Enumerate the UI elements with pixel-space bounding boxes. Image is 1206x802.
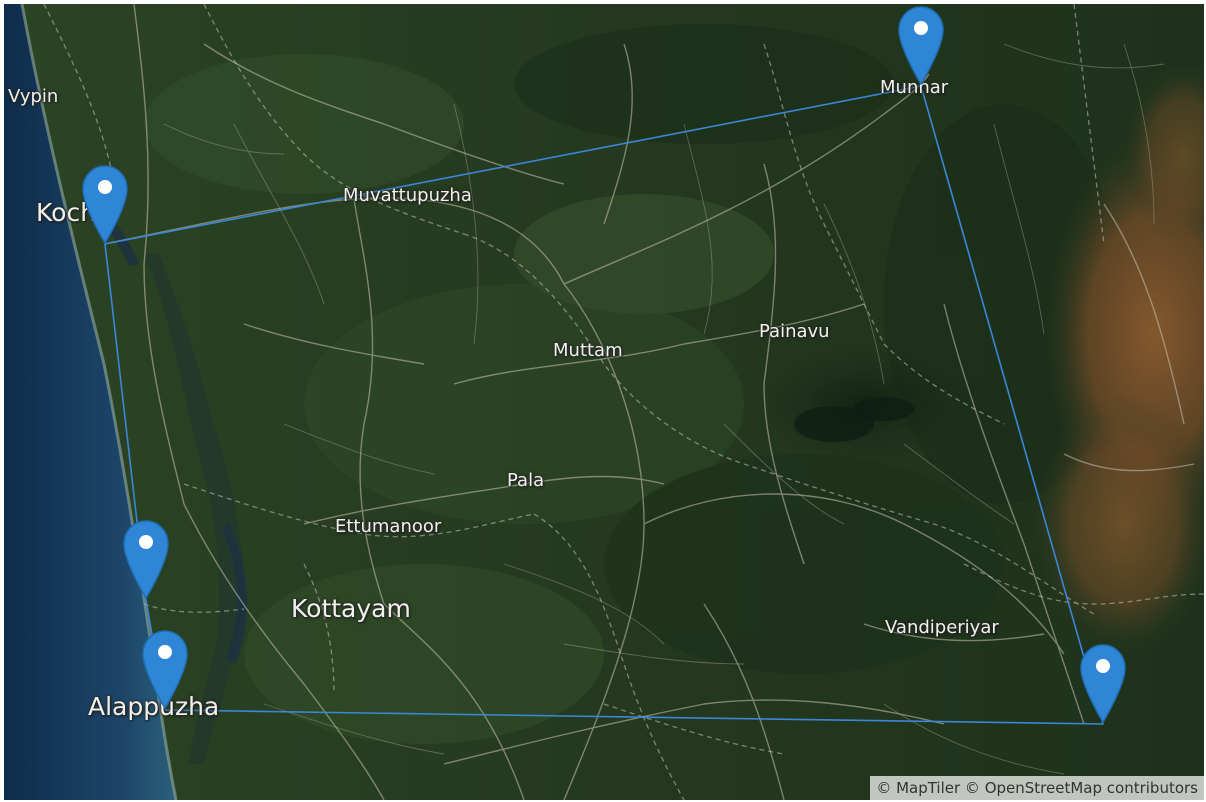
satellite-basemap	[4, 4, 1204, 800]
map-pin-shape	[142, 630, 188, 710]
road-network	[103, 4, 1195, 800]
admin-boundaries	[43, 4, 1204, 800]
map-pin-shape	[82, 165, 128, 245]
map-attribution[interactable]: © MapTiler © OpenStreetMap contributors	[870, 776, 1204, 800]
map-pin-shape	[898, 6, 944, 86]
backwater-channel	[222, 524, 248, 664]
reservoir-arm	[854, 397, 914, 421]
coastline	[20, 4, 178, 800]
arid-plateau-north	[1124, 64, 1204, 244]
arabian-sea	[4, 4, 176, 800]
map-pin-shape	[123, 520, 169, 600]
map-pin-icon[interactable]	[896, 4, 946, 86]
reservoir	[794, 406, 874, 442]
map-pin-icon[interactable]	[140, 628, 190, 710]
map-canvas[interactable]: Vypin Kochi Muvattupuzha Munnar Painavu …	[4, 4, 1204, 800]
vembanad-lake	[144, 254, 244, 764]
map-pin-icon[interactable]	[80, 163, 130, 245]
minor-roads	[163, 43, 1165, 775]
map-pin-shape	[1080, 644, 1126, 724]
map-pin-icon[interactable]	[121, 518, 171, 600]
map-pin-icon[interactable]	[1078, 642, 1128, 724]
